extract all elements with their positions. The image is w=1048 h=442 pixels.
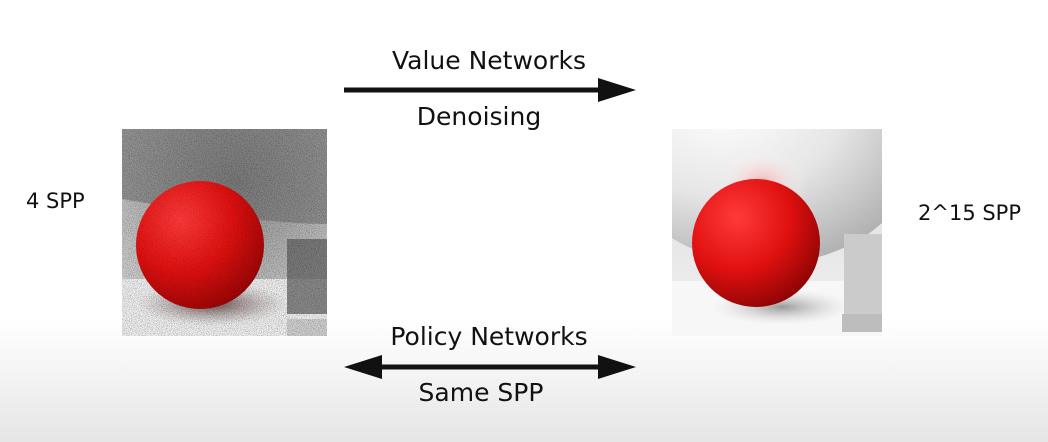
top-arrow-label-below: Denoising xyxy=(416,102,542,131)
converged-render-image xyxy=(672,129,882,336)
top-arrow-label-above: Value Networks xyxy=(391,46,586,75)
bottom-double-arrow xyxy=(344,355,636,379)
left-spp-label: 4 SPP xyxy=(26,189,85,213)
right-spp-label: 2^15 SPP xyxy=(918,201,1022,225)
noisy-render-image xyxy=(122,129,327,336)
bottom-arrow-label-above: Policy Networks xyxy=(390,322,588,351)
top-right-arrow xyxy=(344,78,636,102)
bottom-arrow-label-below: Same SPP xyxy=(418,378,544,407)
